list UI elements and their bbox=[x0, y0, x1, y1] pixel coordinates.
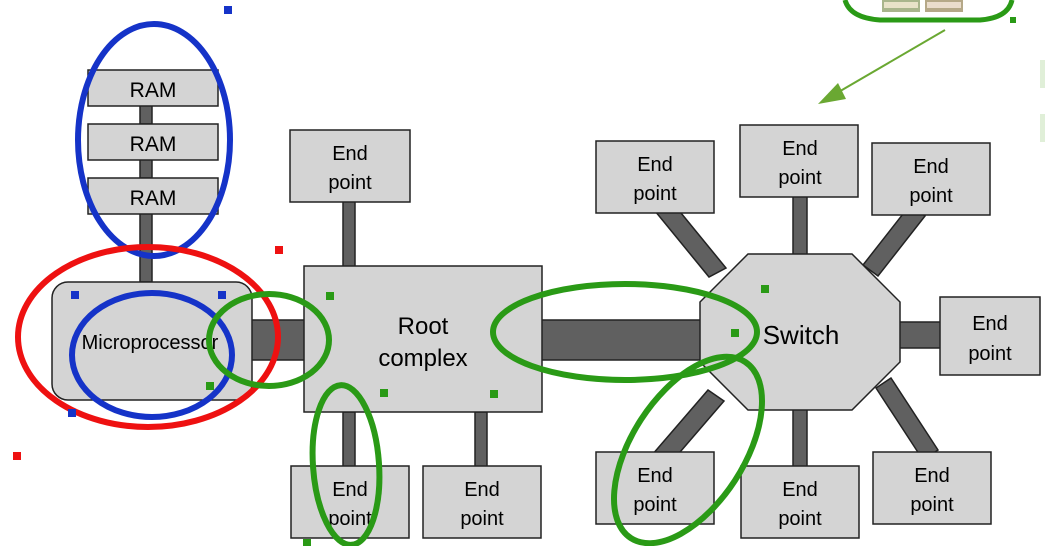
marker-green bbox=[380, 389, 388, 397]
ram-module: RAM bbox=[87, 123, 219, 161]
endpoint-switch-bottom-right: End point bbox=[872, 451, 992, 525]
endpoint-label: point bbox=[778, 508, 822, 530]
markers bbox=[13, 6, 1016, 546]
pcie-card-thumbnail bbox=[842, 0, 1015, 23]
annotation-green-root-switch bbox=[490, 281, 760, 383]
root-complex-label-line1: Root bbox=[398, 313, 449, 340]
endpoint-root-bottom-right: End point bbox=[422, 465, 542, 539]
annotation-green-root-down bbox=[309, 382, 383, 546]
ram-module: RAM bbox=[87, 69, 219, 107]
switch: Switch bbox=[699, 253, 901, 411]
annotation-green-cpu-link bbox=[206, 291, 332, 389]
marker-blue bbox=[68, 409, 76, 417]
endpoint-root-bottom-left: End point bbox=[290, 465, 410, 539]
endpoint-switch-right: End point bbox=[939, 296, 1041, 376]
endpoint-label: End bbox=[332, 479, 368, 501]
endpoint-label: End bbox=[464, 479, 500, 501]
marker-green bbox=[490, 390, 498, 398]
marker-blue bbox=[71, 291, 79, 299]
endpoint-label: point bbox=[328, 508, 372, 530]
ram-label: RAM bbox=[130, 133, 177, 156]
switch-top-link bbox=[792, 193, 808, 261]
endpoint-label: End bbox=[637, 465, 673, 487]
microprocessor: Microprocessor bbox=[51, 281, 253, 401]
endpoint-switch-top-right: End point bbox=[871, 142, 991, 216]
partial-offscreen-shapes bbox=[1040, 60, 1045, 142]
endpoint-label: point bbox=[968, 343, 1012, 365]
annotation-red-cpu bbox=[15, 244, 281, 430]
marker-green bbox=[731, 329, 739, 337]
marker-green bbox=[206, 382, 214, 390]
marker-blue bbox=[218, 291, 226, 299]
switch-label: Switch bbox=[763, 320, 840, 350]
marker-green bbox=[761, 285, 769, 293]
endpoint-label: End bbox=[913, 156, 949, 178]
ram-module: RAM bbox=[87, 177, 219, 215]
ram-label: RAM bbox=[130, 187, 177, 210]
endpoint-switch-top: End point bbox=[739, 124, 859, 198]
marker-green bbox=[303, 539, 311, 546]
root-complex-label-line2: complex bbox=[378, 345, 467, 372]
endpoint-switch-bottom: End point bbox=[740, 465, 860, 539]
switch-diag-link bbox=[874, 376, 940, 462]
endpoint-label: point bbox=[633, 494, 677, 516]
annotation-blue-cpu bbox=[69, 290, 235, 420]
root-bottom-link bbox=[342, 411, 356, 469]
endpoint-switch-top-left: End point bbox=[595, 140, 715, 214]
endpoint-label: End bbox=[637, 154, 673, 176]
endpoint-label: point bbox=[909, 185, 953, 207]
annotation-green-switch-diag bbox=[610, 353, 766, 546]
root-complex: Root complex bbox=[303, 265, 543, 413]
microprocessor-label: Microprocessor bbox=[82, 332, 219, 354]
endpoint-label: End bbox=[332, 143, 368, 165]
marker-red bbox=[275, 246, 283, 254]
marker-green bbox=[1010, 17, 1016, 23]
endpoint-label: point bbox=[460, 508, 504, 530]
ram-label: RAM bbox=[130, 79, 177, 102]
annotations bbox=[15, 21, 766, 546]
root-bottom-link bbox=[474, 411, 488, 469]
endpoint-label: End bbox=[782, 138, 818, 160]
endpoint-root-top: End point bbox=[289, 129, 411, 203]
root-top-link bbox=[342, 199, 356, 269]
annotation-blue-ram bbox=[75, 21, 233, 259]
switch-bottom-link bbox=[792, 407, 808, 471]
marker-green bbox=[326, 292, 334, 300]
endpoint-label: End bbox=[972, 313, 1008, 335]
arrow bbox=[818, 29, 946, 104]
marker-blue bbox=[224, 6, 232, 14]
marker-red bbox=[13, 452, 21, 460]
endpoint-label: point bbox=[633, 183, 677, 205]
root-switch-link bbox=[539, 319, 711, 361]
endpoint-label: point bbox=[328, 172, 372, 194]
endpoint-label: point bbox=[778, 167, 822, 189]
endpoint-label: point bbox=[910, 494, 954, 516]
endpoint-label: End bbox=[914, 465, 950, 487]
endpoint-label: End bbox=[782, 479, 818, 501]
